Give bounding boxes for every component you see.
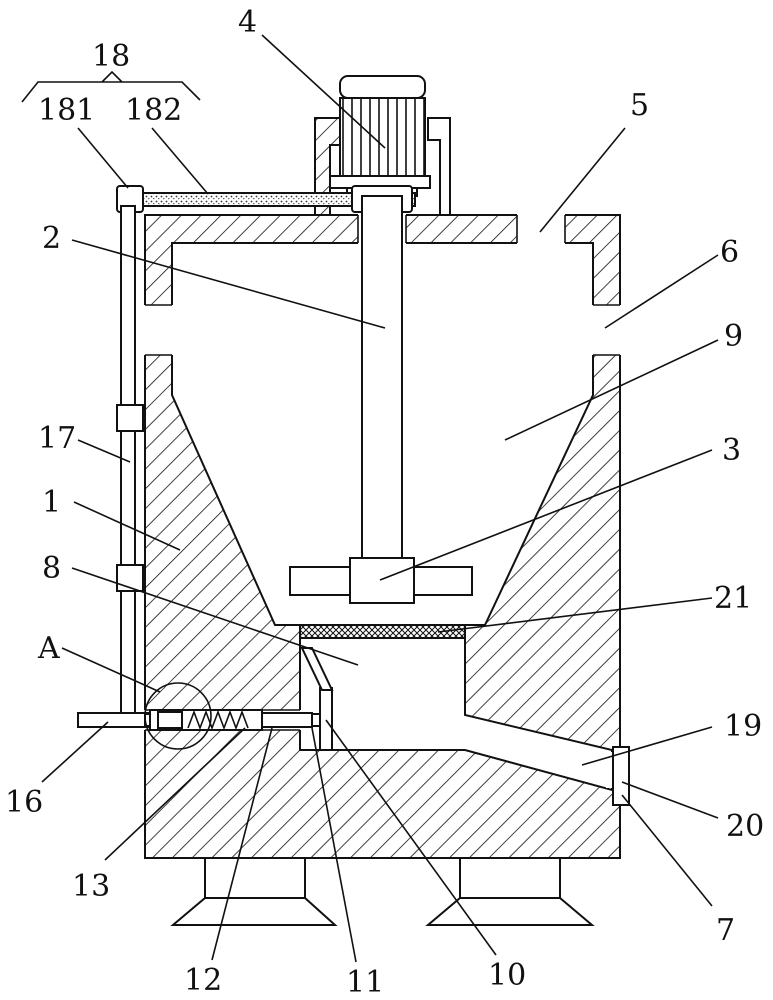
label-a: A	[37, 631, 60, 666]
foot-right-post	[459, 857, 561, 899]
impeller-blade-right	[413, 566, 473, 596]
group-bracket-18	[21, 70, 201, 103]
label-20: 20	[726, 809, 764, 844]
label-16: 16	[5, 785, 43, 820]
feed-port	[517, 213, 565, 245]
leader-5	[539, 127, 626, 233]
label-6: 6	[720, 235, 739, 270]
label-4: 4	[238, 5, 257, 40]
label-182: 182	[125, 93, 182, 128]
label-19: 19	[724, 709, 762, 744]
rod-guide-upper	[116, 404, 144, 432]
leader-182	[151, 127, 209, 195]
label-8: 8	[42, 551, 61, 586]
push-plate	[319, 687, 333, 751]
label-18: 18	[92, 39, 130, 74]
foot-left-post	[204, 857, 306, 899]
leader-11	[311, 727, 357, 963]
label-12: 12	[184, 963, 222, 998]
impeller-blade-left	[289, 566, 351, 596]
foot-left-pad	[170, 897, 338, 926]
leader-1	[73, 501, 181, 551]
leader-12	[211, 727, 273, 961]
leader-9	[504, 339, 719, 441]
spring	[187, 709, 249, 731]
side-rod	[120, 205, 136, 715]
label-17: 17	[38, 421, 76, 456]
leader-20	[621, 781, 719, 819]
label-2: 2	[42, 221, 61, 256]
leader-2	[71, 239, 386, 329]
label-3: 3	[722, 433, 741, 468]
motor-cap	[339, 75, 426, 99]
label-11: 11	[346, 965, 384, 1000]
screen-mesh	[299, 624, 466, 639]
rod-sleeve	[261, 712, 313, 728]
label-13: 13	[72, 869, 110, 904]
outlet-cover	[612, 746, 630, 806]
leader-8	[71, 567, 359, 666]
leader-3	[379, 449, 713, 581]
label-181: 181	[38, 93, 95, 128]
label-21: 21	[714, 581, 752, 616]
leader-7	[621, 794, 713, 907]
piston	[157, 711, 183, 729]
leader-10	[325, 719, 497, 956]
label-1: 1	[42, 485, 61, 520]
leader-17	[77, 439, 131, 463]
label-10: 10	[488, 958, 526, 993]
label-9: 9	[724, 319, 743, 354]
leader-21	[437, 597, 713, 633]
motor-bracket-right	[427, 117, 451, 216]
shaft	[361, 195, 403, 559]
right-window	[591, 305, 622, 355]
leader-181	[77, 127, 129, 189]
label-5: 5	[630, 88, 649, 123]
leader-6	[604, 254, 719, 329]
handle	[77, 712, 149, 728]
leader-a	[61, 647, 161, 693]
leader-4	[261, 34, 386, 149]
rod-guide-lower	[116, 564, 144, 592]
leader-19	[581, 726, 713, 766]
detail-circle-a	[144, 682, 212, 750]
left-window	[143, 305, 174, 355]
impeller-hub	[349, 557, 415, 604]
motor-body	[339, 97, 426, 177]
leader-16	[41, 721, 109, 783]
label-7: 7	[716, 913, 735, 948]
foot-right-pad	[425, 897, 595, 926]
leader-13	[104, 727, 246, 861]
